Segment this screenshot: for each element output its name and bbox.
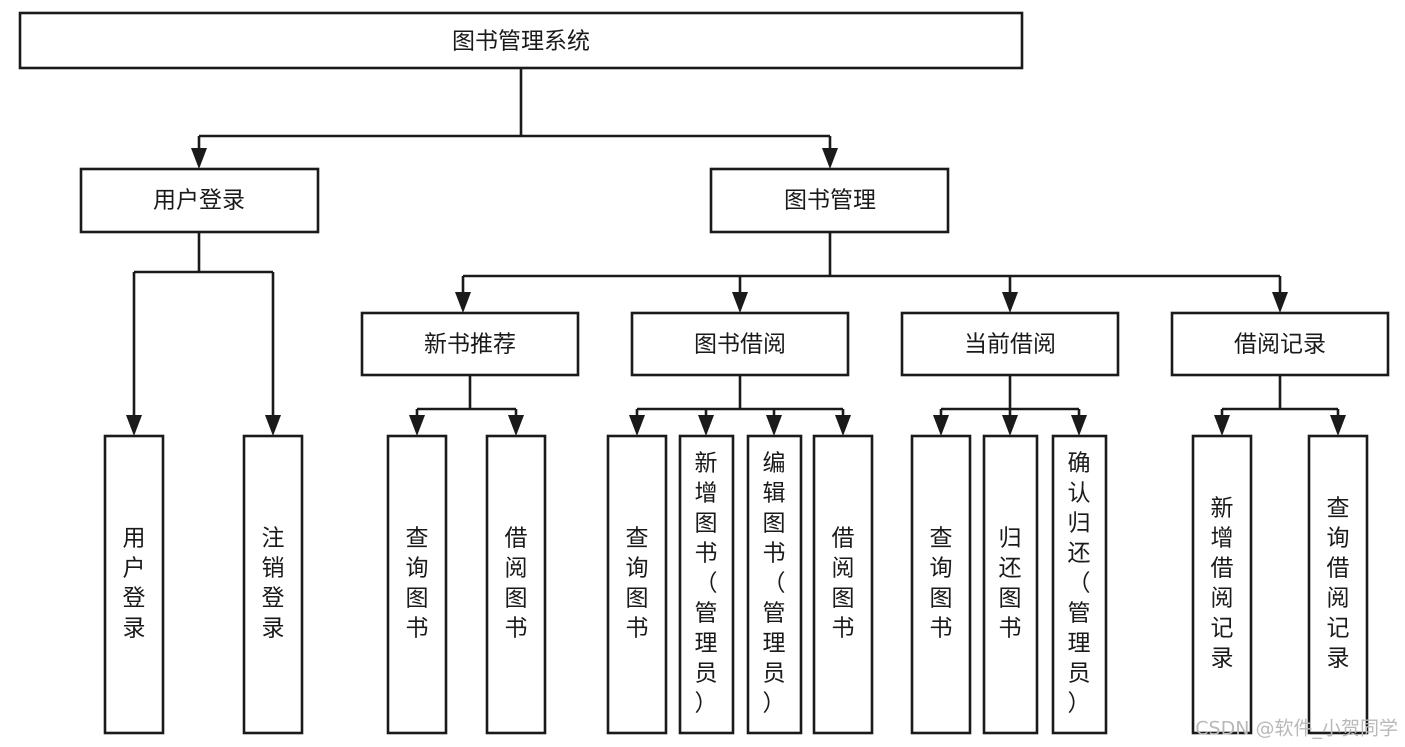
- leaf-return-book-label: 归还图书: [999, 526, 1022, 642]
- arrowhead-newbook-leaf2: [508, 415, 524, 436]
- leaf-edit-book[interactable]: 编辑图书（管理员）: [746, 434, 803, 735]
- watermark-label: CSDN @软件_小贺同学: [1195, 718, 1398, 740]
- arrowhead-record: [1272, 292, 1288, 313]
- arrowhead-borrow-leaf3: [766, 415, 782, 436]
- arrowhead-borrow: [732, 292, 748, 313]
- node-book-management-label: 图书管理: [784, 188, 876, 214]
- leaf-edit-book-box[interactable]: [746, 434, 803, 735]
- leaf-search-book-c[interactable]: 查询图书: [910, 434, 972, 735]
- node-borrow-record[interactable]: 借阅记录: [1170, 311, 1390, 377]
- node-book-borrow-label: 图书借阅: [694, 332, 786, 358]
- leaf-query-borrow-record-label: 查询借阅记录: [1327, 496, 1350, 672]
- node-user-login-label: 用户登录: [153, 188, 245, 214]
- arrowhead-leaf-user-login: [126, 415, 142, 436]
- node-current-borrow-label: 当前借阅: [964, 332, 1056, 358]
- leaf-confirm-return[interactable]: 确认归还（管理员）: [1051, 434, 1108, 735]
- leaf-search-book-c-label: 查询图书: [930, 526, 953, 642]
- node-book-borrow-box[interactable]: [630, 311, 850, 377]
- arrowhead-borrow-leaf4: [835, 415, 851, 436]
- leaf-add-borrow-record-box[interactable]: [1191, 434, 1253, 735]
- leaf-search-book-a-label: 查询图书: [406, 526, 429, 642]
- arrowhead-newbook-leaf1: [409, 415, 425, 436]
- leaf-borrow-book-a-box[interactable]: [485, 434, 547, 735]
- leaf-borrow-book-b[interactable]: 借阅图书: [812, 434, 874, 735]
- leaf-user-login-label: 用户登录: [123, 526, 146, 642]
- arrowhead-current-leaf3: [1071, 415, 1087, 436]
- node-root[interactable]: 图书管理系统: [18, 11, 1024, 70]
- leaf-user-login-box[interactable]: [103, 434, 165, 735]
- node-new-book-recommend-label: 新书推荐: [424, 332, 516, 358]
- leaf-search-book-b[interactable]: 查询图书: [606, 434, 668, 735]
- leaf-logout-box[interactable]: [242, 434, 304, 735]
- arrowhead-borrow-leaf2: [698, 415, 714, 436]
- node-user-login[interactable]: 用户登录: [79, 167, 320, 234]
- leaf-borrow-book-a-label: 借阅图书: [505, 526, 528, 642]
- node-current-borrow[interactable]: 当前借阅: [900, 311, 1120, 377]
- leaf-borrow-book-b-box[interactable]: [812, 434, 874, 735]
- leaf-add-borrow-record[interactable]: 新增借阅记录: [1191, 434, 1253, 735]
- leaf-user-login[interactable]: 用户登录: [103, 434, 165, 735]
- leaf-borrow-book-b-label: 借阅图书: [832, 526, 855, 642]
- node-borrow-record-label: 借阅记录: [1234, 332, 1326, 358]
- leaf-add-book[interactable]: 新增图书（管理员）: [678, 434, 735, 735]
- leaf-logout-label: 注销登录: [262, 526, 285, 642]
- leaf-search-book-a[interactable]: 查询图书: [386, 434, 448, 735]
- leaf-return-book[interactable]: 归还图书: [982, 434, 1039, 735]
- connector-layer: [126, 68, 1346, 436]
- leaf-logout[interactable]: 注销登录: [242, 434, 304, 735]
- leaf-confirm-return-box[interactable]: [1051, 434, 1108, 735]
- node-current-borrow-box[interactable]: [900, 311, 1120, 377]
- node-new-book-recommend[interactable]: 新书推荐: [360, 311, 580, 377]
- arrowhead-borrow-leaf1: [629, 415, 645, 436]
- node-new-book-recommend-box[interactable]: [360, 311, 580, 377]
- leaf-query-borrow-record-box[interactable]: [1307, 434, 1369, 735]
- node-book-management-box[interactable]: [709, 167, 950, 234]
- arrowhead-record-leaf1: [1214, 415, 1230, 436]
- leaf-confirm-return-label: 确认归还（管理员）: [1068, 451, 1091, 717]
- arrowhead-current: [1002, 292, 1018, 313]
- leaf-borrow-book-a[interactable]: 借阅图书: [485, 434, 547, 735]
- arrowhead-current-leaf1: [933, 415, 949, 436]
- node-book-management[interactable]: 图书管理: [709, 167, 950, 234]
- leaf-search-book-a-box[interactable]: [386, 434, 448, 735]
- arrowhead-record-leaf2: [1330, 415, 1346, 436]
- leaf-edit-book-label: 编辑图书（管理员）: [763, 451, 786, 717]
- leaf-add-book-label: 新增图书（管理员）: [695, 451, 718, 717]
- leaf-return-book-box[interactable]: [982, 434, 1039, 735]
- node-book-borrow[interactable]: 图书借阅: [630, 311, 850, 377]
- arrowhead-book-mgmt: [822, 148, 838, 169]
- node-borrow-record-box[interactable]: [1170, 311, 1390, 377]
- leaf-search-book-c-box[interactable]: [910, 434, 972, 735]
- node-root-label: 图书管理系统: [452, 29, 590, 55]
- arrowhead-current-leaf2: [1002, 415, 1018, 436]
- leaf-query-borrow-record[interactable]: 查询借阅记录: [1307, 434, 1369, 735]
- leaf-add-book-box[interactable]: [678, 434, 735, 735]
- arrowhead-newbook: [455, 292, 471, 313]
- leaf-add-borrow-record-label: 新增借阅记录: [1211, 496, 1234, 672]
- leaf-search-book-b-box[interactable]: [606, 434, 668, 735]
- node-root-box[interactable]: [18, 11, 1024, 70]
- leaf-search-book-b-label: 查询图书: [626, 526, 649, 642]
- arrowhead-leaf-logout: [265, 415, 281, 436]
- arrowhead-user-login: [191, 148, 207, 169]
- node-user-login-box[interactable]: [79, 167, 320, 234]
